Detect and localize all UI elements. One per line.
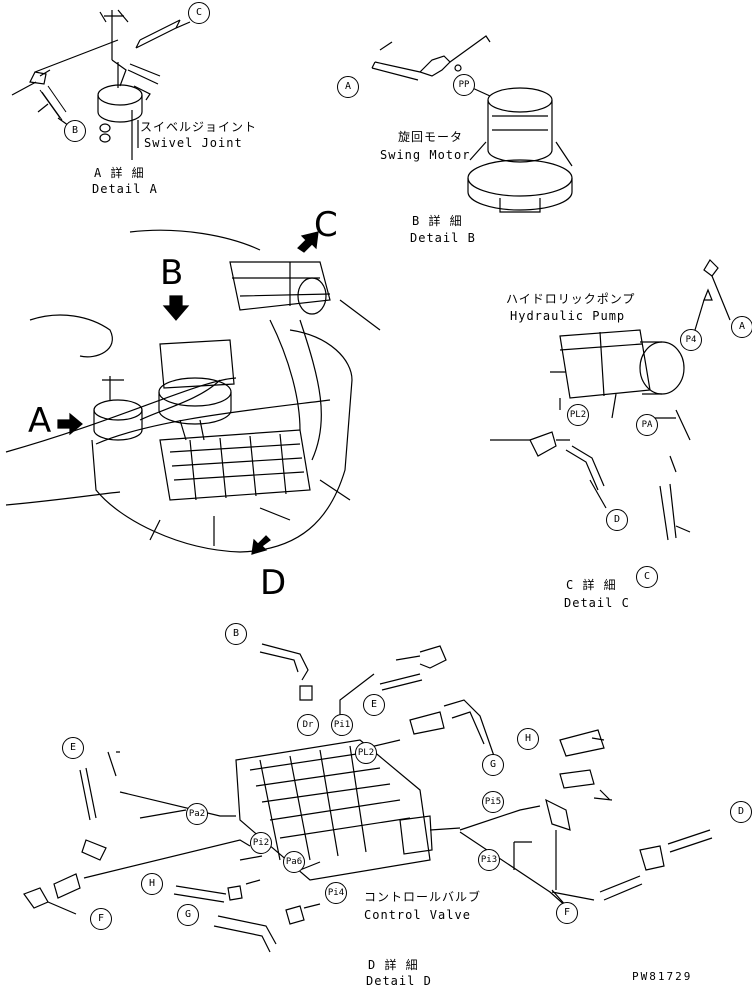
detail-b-caption-en: Detail B (410, 231, 476, 245)
swivel-joint-label-en: Swivel Joint (144, 136, 243, 150)
port-pa6: Pa6 (283, 851, 305, 873)
swivel-joint-label-jp: スイベルジョイント (140, 120, 258, 134)
callout-f: F (90, 908, 112, 930)
callout-b: B (64, 120, 86, 142)
swing-motor-label-jp: 旋回モータ (398, 130, 464, 144)
callout-a: A (337, 76, 359, 98)
callout-e: E (363, 694, 385, 716)
detail-d-caption-jp: D 詳 細 (368, 958, 419, 972)
swivel-joint-drawing (11, 9, 191, 160)
detail-a-caption-en: Detail A (92, 182, 158, 196)
callout-d: D (730, 801, 752, 823)
drawing-number: PW81729 (632, 970, 693, 983)
detail-b-caption-jp: B 詳 細 (412, 214, 463, 228)
machine-overview-drawing (5, 229, 381, 555)
control-valve-label-en: Control Valve (364, 908, 471, 922)
detail-a-caption-jp: A 詳 細 (94, 166, 145, 180)
view-marker-b: B (160, 253, 184, 293)
swing-motor-drawing (371, 35, 573, 213)
callout-h: H (517, 728, 539, 750)
callout-g: G (177, 904, 199, 926)
port-pi5: Pi5 (482, 791, 504, 813)
callout-h: H (141, 873, 163, 895)
callout-f: F (556, 902, 578, 924)
port-dr: Dr (297, 714, 319, 736)
control-valve-drawing (23, 643, 713, 953)
view-marker-d: D (260, 563, 287, 603)
control-valve-label-jp: コントロールバルブ (364, 890, 482, 904)
view-marker-c: C (314, 205, 338, 245)
port-pi3: Pi3 (478, 849, 500, 871)
callout-e: E (62, 737, 84, 759)
detail-c-caption-jp: C 詳 細 (566, 578, 617, 592)
callout-c: C (636, 566, 658, 588)
hydraulic-pump-label-jp: ハイドロリックポンプ (506, 292, 636, 306)
port-pi1: Pi1 (331, 714, 353, 736)
callout-g: G (482, 754, 504, 776)
hydraulic-pump-label-en: Hydraulic Pump (510, 309, 626, 323)
view-marker-a: A (28, 401, 52, 441)
callout-a: A (731, 316, 752, 338)
port-p4: P4 (680, 329, 702, 351)
detail-d-caption-en: Detail D (366, 974, 432, 988)
port-pi2: Pi2 (250, 832, 272, 854)
port-pl2: PL2 (355, 742, 377, 764)
swing-motor-label-en: Swing Motor (380, 148, 471, 162)
port-pp: PP (453, 74, 475, 96)
port-pa2: Pa2 (186, 803, 208, 825)
callout-c: C (188, 2, 210, 24)
port-pa: PA (636, 414, 658, 436)
port-pi4: Pi4 (325, 882, 347, 904)
port-pl2: PL2 (567, 404, 589, 426)
detail-c-caption-en: Detail C (564, 596, 630, 610)
callout-d: D (606, 509, 628, 531)
callout-b: B (225, 623, 247, 645)
hydraulic-pump-drawing (490, 259, 731, 541)
